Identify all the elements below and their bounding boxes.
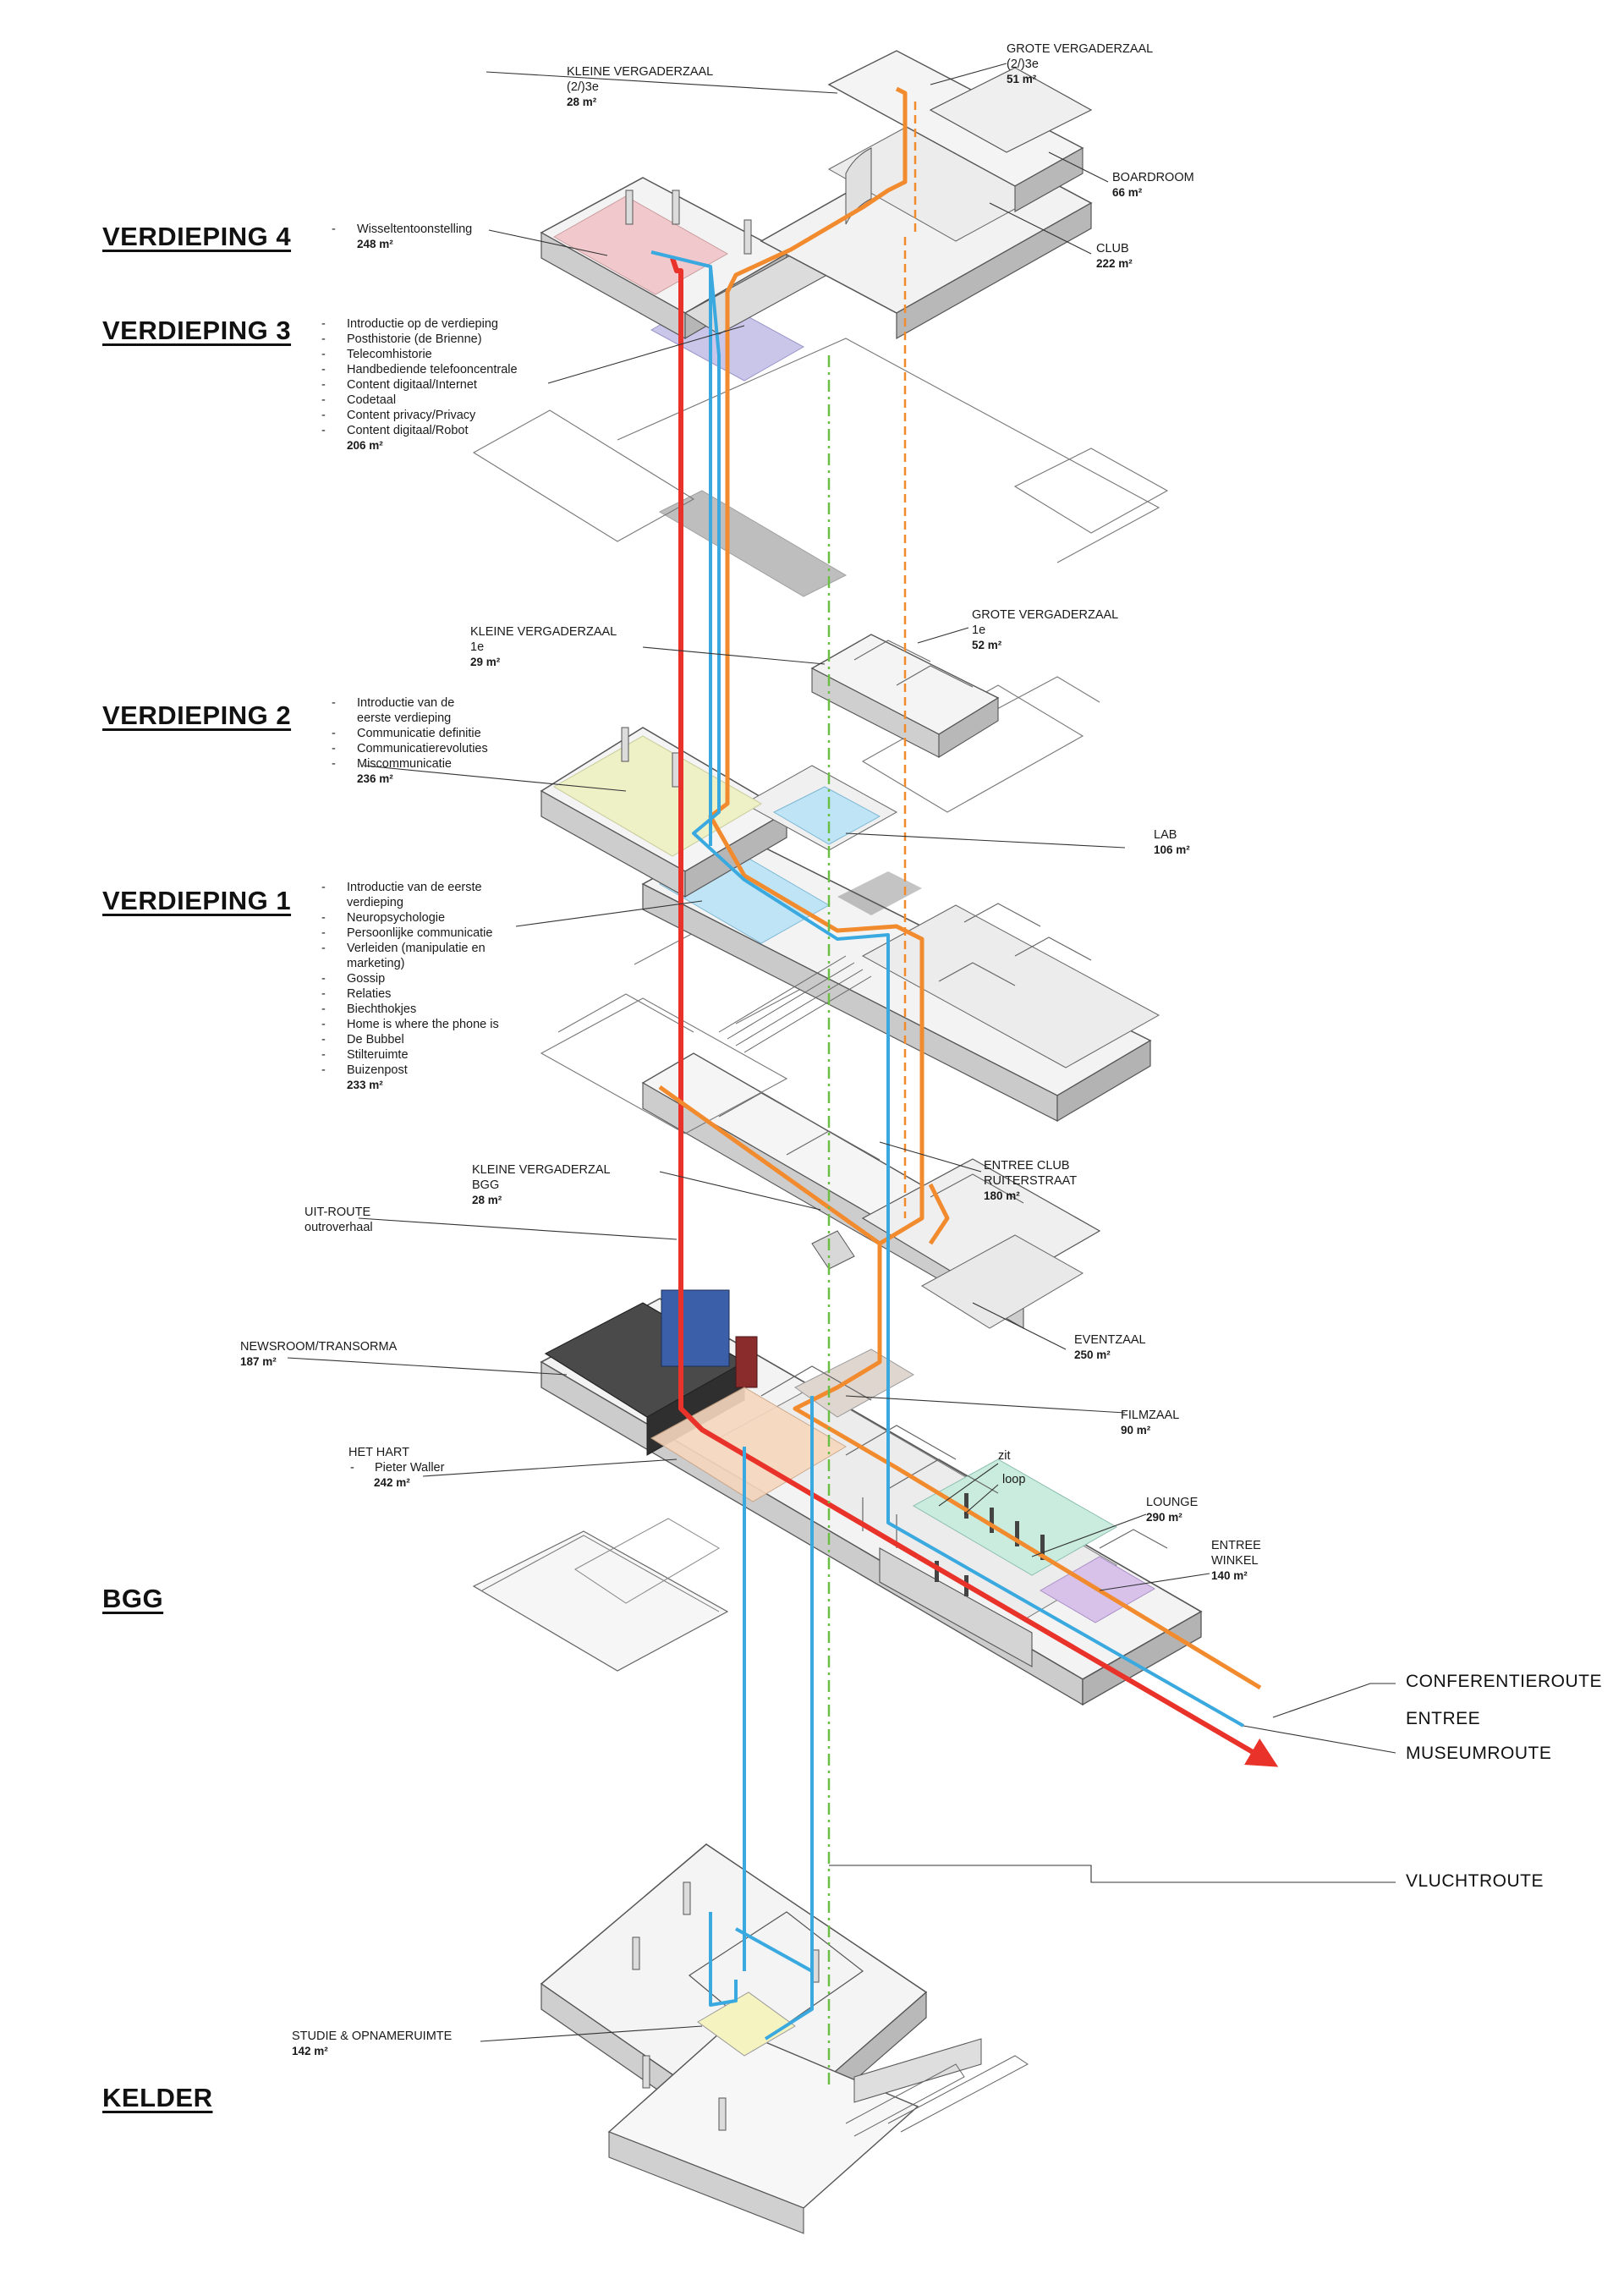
floor-title-v1: VERDIEPING 1 [102, 886, 292, 915]
exhibit-item: Biechthokjes [321, 1002, 499, 1017]
stairs-v2-hatch [658, 490, 848, 597]
route-label-conferentie: CONFERENTIEROUTE [1406, 1672, 1603, 1691]
exhibit-item: marketing) [347, 957, 405, 970]
floor-title-v3: VERDIEPING 3 [102, 316, 292, 345]
route-conference [658, 86, 1262, 1690]
callout-grote-vergaderzaal-1e: GROTE VERGADERZAAL 1e 52 m² [972, 608, 1119, 651]
mezzanine-partitions [718, 1092, 1024, 1204]
exhibit-item: Telecomhistorie [321, 347, 518, 362]
route-label-entree: ENTREE [1406, 1709, 1481, 1728]
exhibit-item: verdieping [347, 896, 403, 909]
callout-boardroom: BOARDROOM 66 m² [1112, 171, 1194, 199]
callout-het-hart: HET HART - Pieter Waller 242 m² [348, 1446, 445, 1489]
zone-lab [772, 786, 881, 845]
route-label-vlucht: VLUCHTROUTE [1406, 1871, 1544, 1891]
exhibit-list-v1: Introductie van de eerste verdieping Neu… [321, 880, 499, 1093]
callout-lounge: LOUNGE 290 m² [1146, 1496, 1199, 1524]
v1-partitions [938, 903, 1092, 986]
exhibit-item: Introductie van de [332, 695, 488, 711]
callout-kleine-vergaderzaal-1e: KLEINE VERGADERZAAL 1e 29 m² [470, 625, 617, 668]
exhibit-item: Stilteruimte [321, 1047, 499, 1063]
route-label-museum: MUSEUMROUTE [1406, 1744, 1552, 1763]
exhibit-area-v2: 236 m² [357, 772, 393, 785]
floor-plate-v3-outline [472, 338, 1169, 563]
floor-title-kelder: KELDER [102, 2083, 213, 2112]
exhibit-item: Gossip [321, 971, 499, 986]
basement-columns [632, 1881, 820, 2131]
exhibit-item: Posthistorie (de Brienne) [321, 332, 518, 347]
floor-title-bgg: BGG [102, 1584, 164, 1613]
callout-grote-vergaderzaal-3e: GROTE VERGADERZAAL (2/)3e 51 m² [1007, 42, 1154, 85]
exhibit-item: Wisseltentoonstelling [332, 222, 472, 237]
exhibit-item: Content digitaal/Internet [321, 377, 518, 393]
floor-plate-boardroom [827, 50, 1093, 212]
exhibit-item: eerste verdieping [357, 711, 452, 725]
floor-plate-kelder [540, 1843, 1029, 2234]
route-blue [650, 250, 1244, 2041]
exhibit-item: Content digitaal/Robot [321, 423, 518, 438]
callout-kleine-vergaderzaal-bgg: KLEINE VERGADERZAL BGG 28 m² [472, 1163, 611, 1206]
zone-het-hart [650, 1387, 847, 1502]
callout-uit-route: UIT-ROUTE outroverhaal [304, 1206, 373, 1234]
exhibit-list-v3: Introductie op de verdieping Posthistori… [321, 316, 518, 453]
label-zit: zit [998, 1449, 1011, 1463]
zone-filmzaal [794, 1348, 914, 1418]
exhibit-item: Home is where the phone is [321, 1017, 499, 1032]
zone-v4-exhibit [552, 195, 729, 295]
exhibit-item: Introductie op de verdieping [321, 316, 518, 332]
callout-entree-winkel: ENTREE WINKEL 140 m² [1211, 1539, 1261, 1582]
exhibit-item: Persoonlijke communicatie [321, 926, 499, 941]
callout-newsroom: NEWSROOM/TRANSORMA 187 m² [240, 1340, 398, 1368]
exhibit-item: Introductie van de eerste [321, 880, 499, 895]
exhibit-list-v2: Introductie van de eerste verdieping Com… [332, 695, 488, 787]
zone-lounge [912, 1458, 1118, 1576]
exhibit-area-v4: 248 m² [357, 238, 393, 250]
floor-plate-bgg-left [472, 1518, 729, 1672]
callout-filmzaal: FILMZAAL 90 m² [1121, 1409, 1180, 1436]
exhibit-item: Communicatierevoluties [332, 741, 488, 756]
exhibit-item: Content privacy/Privacy [321, 408, 518, 423]
route-museum [670, 257, 1279, 1767]
exhibit-item: Neuropsychologie [321, 910, 499, 926]
exhibit-area-v1: 233 m² [347, 1079, 383, 1091]
callout-club: CLUB 222 m² [1096, 242, 1133, 270]
exhibit-item: Miscommunicatie [332, 756, 488, 772]
callout-lab: LAB 106 m² [1154, 828, 1190, 856]
callout-kleine-vergaderzaal-3e: KLEINE VERGADERZAAL (2/)3e 28 m² [567, 65, 714, 108]
exhibit-item: Handbediende telefooncentrale [321, 362, 518, 377]
exhibit-item: Verleiden (manipulatie en [321, 941, 499, 956]
callout-studie: STUDIE & OPNAMERUIMTE 142 m² [292, 2030, 453, 2057]
exhibit-item: Buizenpost [321, 1063, 499, 1078]
callout-entree-club: ENTREE CLUB RUITERSTRAAT 180 m² [984, 1159, 1078, 1202]
callout-eventzaal: EVENTZAAL 250 m² [1074, 1333, 1146, 1361]
het-hart-bullet: Pieter Waller [375, 1461, 445, 1475]
exhibit-list-v4: Wisseltentoonstelling 248 m² [332, 222, 472, 252]
exhibit-item: Communicatie definitie [332, 726, 488, 741]
v4-columns [621, 190, 752, 788]
label-loop: loop [1002, 1473, 1026, 1486]
exhibit-item: Codetaal [321, 393, 518, 408]
exhibit-item: De Bubbel [321, 1032, 499, 1047]
exhibit-area-v3: 206 m² [347, 439, 383, 452]
floor-title-v4: VERDIEPING 4 [102, 222, 292, 251]
route-conference-dashed [903, 102, 917, 1218]
exhibit-item: Relaties [321, 986, 499, 1002]
floor-title-v2: VERDIEPING 2 [102, 700, 292, 730]
